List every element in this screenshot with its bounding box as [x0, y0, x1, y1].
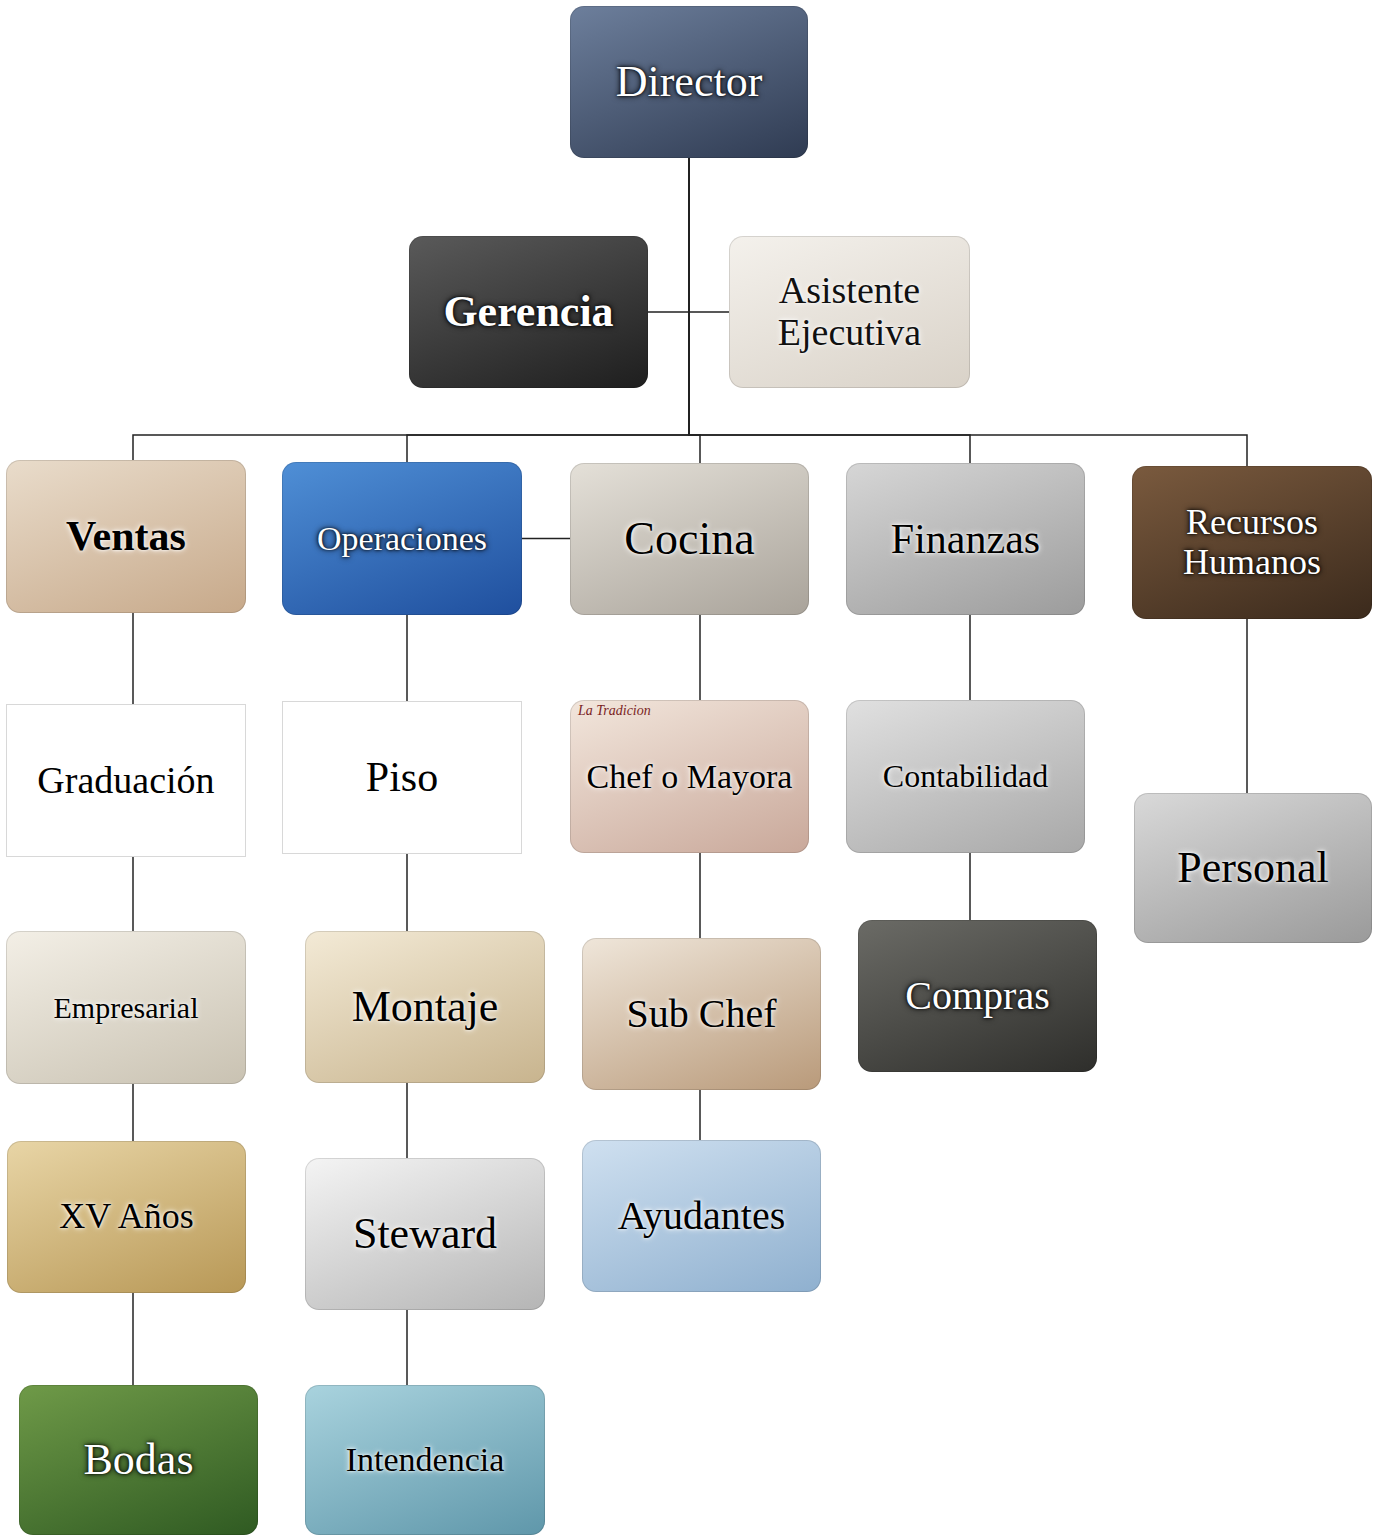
org-connector	[1246, 619, 1248, 793]
org-connector	[699, 853, 701, 938]
org-connector	[699, 615, 701, 700]
box-title: Ventas	[62, 511, 190, 561]
org-box: Contabilidad	[846, 700, 1085, 853]
org-box: Ayudantes	[582, 1140, 821, 1292]
box-title: Sub Chef	[623, 990, 781, 1038]
org-box: Director	[570, 6, 808, 158]
org-connector	[132, 613, 134, 704]
org-box: Ventas	[6, 460, 246, 613]
org-box: Graduación	[6, 704, 246, 857]
box-title: Cocina	[620, 512, 758, 567]
org-box: Chef o Mayora	[570, 700, 809, 853]
box-title: Contabilidad	[879, 757, 1052, 796]
org-connector	[406, 615, 408, 701]
org-box: Finanzas	[846, 463, 1085, 615]
org-box: Bodas	[19, 1385, 258, 1535]
org-box: Asistente Ejecutiva	[729, 236, 970, 388]
org-box: Montaje	[305, 931, 545, 1083]
box-title: Operaciones	[313, 518, 491, 559]
org-connector	[406, 1083, 408, 1158]
org-connector	[969, 615, 971, 700]
org-connector	[132, 1084, 134, 1141]
org-connector	[133, 158, 689, 460]
org-box: Compras	[858, 920, 1097, 1072]
org-box: Cocina	[570, 463, 809, 615]
box-title: Director	[612, 56, 767, 108]
org-box: Recursos Humanos	[1132, 466, 1372, 619]
org-connector	[406, 1310, 408, 1385]
org-box: Operaciones	[282, 462, 522, 615]
org-connector	[522, 538, 570, 540]
box-title: Piso	[362, 752, 442, 802]
box-title: Empresarial	[50, 989, 203, 1026]
box-title: Bodas	[80, 1434, 198, 1486]
box-title: Asistente Ejecutiva	[736, 268, 963, 356]
box-title: Montaje	[348, 981, 503, 1033]
org-box: Intendencia	[305, 1385, 545, 1535]
box-title: Personal	[1173, 842, 1333, 894]
org-connector	[689, 158, 729, 312]
org-box: Steward	[305, 1158, 545, 1310]
org-connector	[407, 158, 689, 462]
org-box: Personal	[1134, 793, 1372, 943]
photo-caption: La Tradicion	[578, 703, 651, 718]
org-connector	[969, 853, 971, 920]
box-title: Intendencia	[342, 1439, 509, 1480]
org-connector	[689, 158, 970, 463]
box-title: Gerencia	[439, 286, 617, 338]
box-title: Chef o Mayora	[583, 756, 797, 797]
org-connector	[689, 158, 1247, 466]
box-title: Finanzas	[887, 514, 1044, 564]
org-box: Sub Chef	[582, 938, 821, 1090]
box-title: Ayudantes	[614, 1192, 789, 1240]
box-title: Steward	[349, 1208, 501, 1260]
org-box: Empresarial	[6, 931, 246, 1084]
org-box: Piso	[282, 701, 522, 854]
org-connector	[689, 158, 700, 463]
box-title: Recursos Humanos	[1139, 501, 1365, 584]
box-title: Graduación	[33, 758, 218, 804]
org-connector	[132, 1293, 134, 1385]
org-connector	[699, 1090, 701, 1140]
org-connector	[132, 857, 134, 931]
org-box: XV Años	[7, 1141, 246, 1293]
org-box: Gerencia	[409, 236, 648, 388]
org-connector	[648, 158, 689, 312]
org-connector	[406, 854, 408, 931]
box-title: Compras	[901, 972, 1053, 1020]
box-title: XV Años	[55, 1195, 197, 1239]
